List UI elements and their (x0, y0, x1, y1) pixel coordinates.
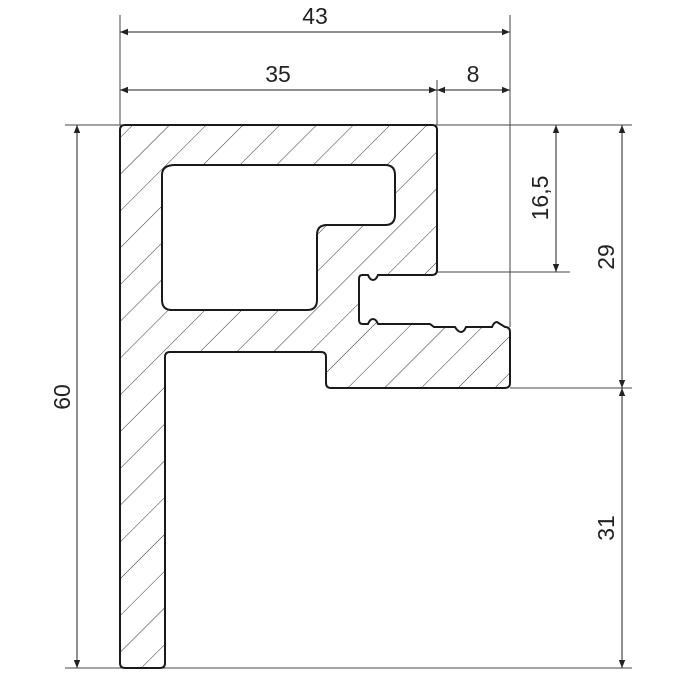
dim-label-35: 35 (265, 61, 291, 87)
dim-label-8: 8 (467, 61, 480, 87)
dim-label-31: 31 (593, 515, 619, 541)
aluminium-profile-section (119, 124, 511, 669)
dim-label-60: 60 (49, 384, 75, 410)
dim-label-43: 43 (302, 3, 328, 29)
dim-label-29: 29 (593, 244, 619, 270)
dim-label-16-5: 16,5 (527, 176, 553, 221)
